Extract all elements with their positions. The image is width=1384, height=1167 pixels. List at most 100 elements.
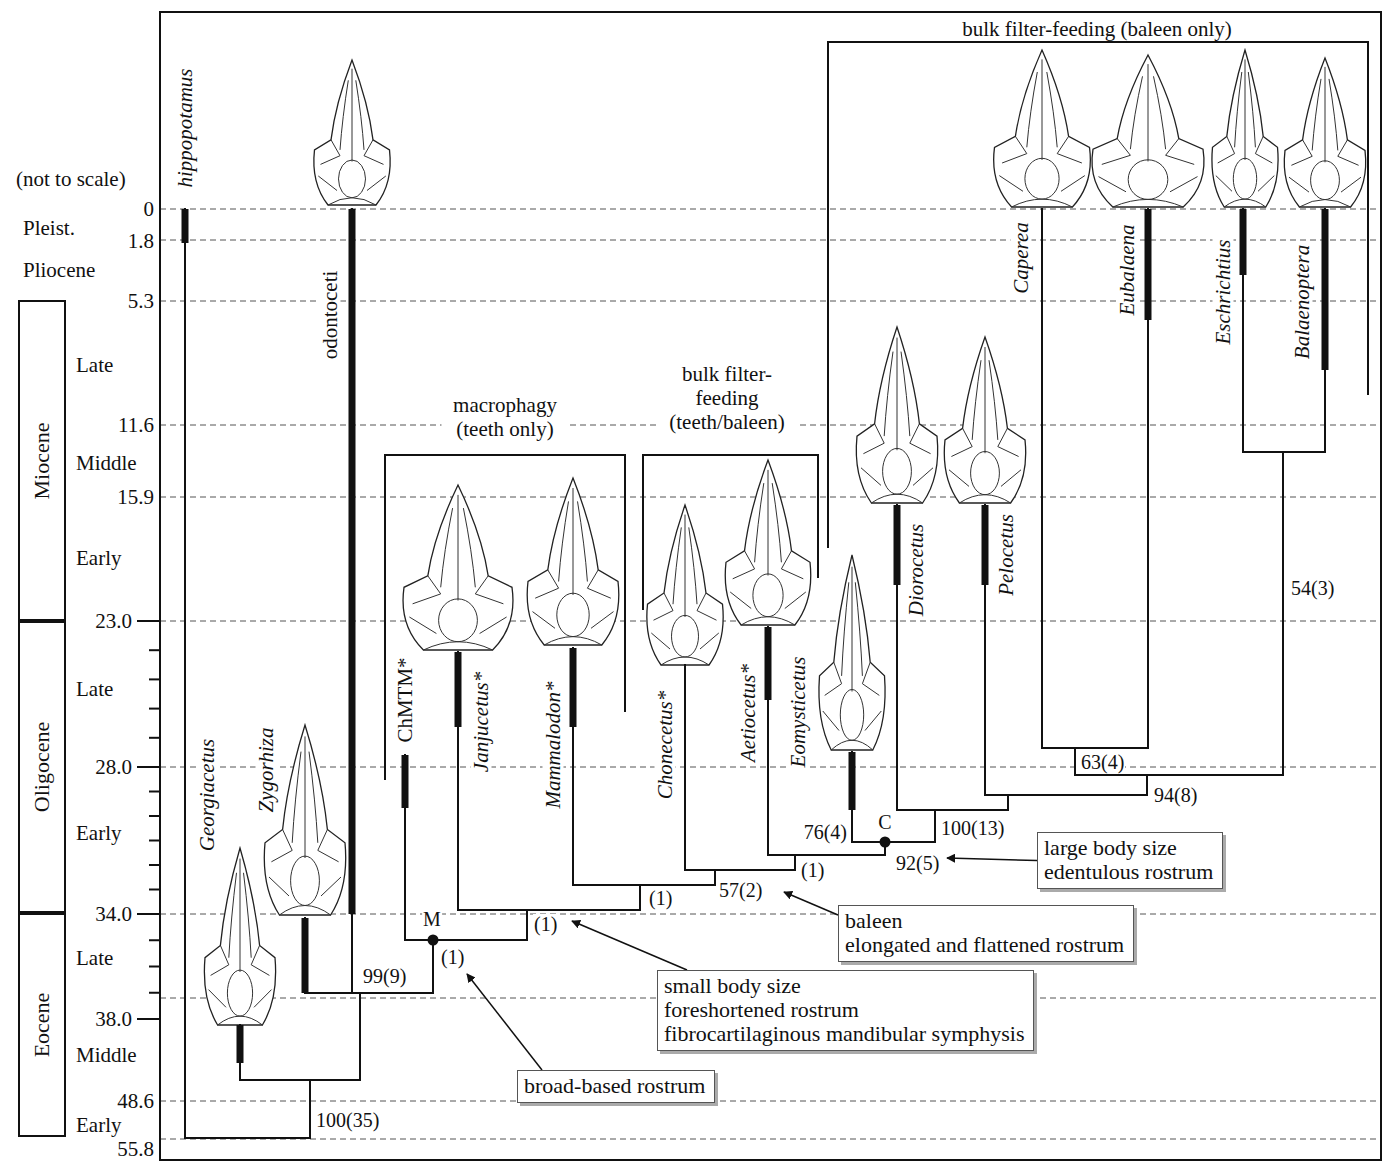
skull-detail (852, 567, 853, 692)
tree-branch (934, 810, 936, 842)
tree-branch (714, 870, 716, 885)
time-tick (149, 889, 160, 891)
tree-branch (404, 755, 406, 940)
skull-detail (949, 470, 969, 487)
taxon-name: Chonecetus* (655, 690, 676, 800)
time-label: 1.8 (127, 231, 155, 252)
skull-detail (985, 347, 986, 453)
skull-detail (1329, 79, 1338, 150)
skull-detail (1299, 200, 1350, 207)
node-support-value: 76(4) (803, 822, 848, 842)
time-label: Early (75, 823, 122, 844)
skull-detail (1128, 160, 1168, 200)
skull-detail (305, 736, 306, 858)
skull-detail (772, 483, 781, 562)
skull-detail (733, 551, 755, 579)
skull-detail (901, 352, 910, 437)
skull-detail (768, 470, 769, 576)
skull-detail (413, 576, 441, 604)
skull-detail (697, 593, 717, 620)
skull-detail (557, 593, 589, 636)
time-label: Pliocene (22, 260, 96, 281)
time-label: Early (75, 1115, 122, 1136)
time-tick (149, 649, 160, 651)
tree-branch (984, 505, 986, 795)
tree-branch (768, 854, 885, 856)
callout-text: baleen (845, 909, 902, 933)
skull-detail (1012, 199, 1073, 207)
skull-detail (1258, 176, 1274, 192)
time-tick (137, 913, 160, 915)
time-label: 15.9 (116, 487, 155, 508)
tree-branch (309, 1080, 311, 1138)
taxon-name: hippopotamus (175, 67, 196, 188)
time-label: 34.0 (94, 904, 133, 925)
tree-branch (1007, 795, 1009, 810)
skull-detail (573, 488, 574, 595)
clade-bracket-label: macrophagy (teeth only) (442, 393, 569, 441)
skull-outline (725, 460, 811, 625)
skull-detail (309, 752, 318, 843)
tree-branch (458, 909, 640, 911)
time-tick (137, 766, 160, 768)
skull-detail (321, 140, 341, 165)
skull-detail (753, 574, 783, 617)
taxon-name: Eomysticetus (788, 656, 809, 769)
skull-detail (1325, 67, 1326, 162)
skull-detail (672, 615, 699, 657)
clade-node-dot (428, 935, 439, 946)
node-support-value: 63(4) (1080, 752, 1125, 772)
taxon-name: Caperea (1011, 221, 1032, 295)
skull-detail (1001, 470, 1021, 487)
skull-detail (271, 830, 292, 862)
tree-branch (305, 992, 433, 994)
skull-detail (1148, 64, 1149, 161)
skull-detail (578, 501, 588, 581)
clade-bracket (385, 455, 625, 780)
skull-outline (819, 555, 885, 750)
callout-text: elongated and flattened rostrum (845, 933, 1124, 957)
time-tick (149, 939, 160, 941)
skull-detail (439, 599, 478, 642)
time-tick (149, 966, 160, 968)
time-gridline (160, 240, 1381, 241)
time-label: 38.0 (94, 1009, 133, 1030)
tree-branch (184, 209, 186, 1138)
stratigraphic-range-bar (570, 648, 577, 727)
tree-branch (896, 505, 898, 810)
node-support-value: 94(8) (1153, 785, 1198, 805)
time-tick (149, 737, 160, 739)
tree-branch (351, 209, 353, 993)
callout-text: fibrocartilaginous mandibular symphysis (664, 1022, 1025, 1046)
time-label: Late (75, 355, 114, 376)
stratigraphic-range-bar (982, 505, 989, 585)
skull-detail (1312, 79, 1321, 150)
tree-branch (1243, 451, 1325, 453)
skull-detail (842, 582, 849, 676)
tree-branch (767, 627, 769, 855)
tree-branch (639, 885, 641, 910)
skull-detail (785, 592, 806, 609)
tree-branch (1324, 209, 1326, 452)
skull-detail (651, 633, 670, 649)
taxon-name: ChMTM* (395, 656, 416, 743)
tree-branch (684, 665, 686, 870)
node-support-value: (1) (800, 860, 825, 880)
skull-outline (994, 50, 1091, 207)
skull-detail (218, 1016, 263, 1025)
skull-detail (884, 352, 893, 437)
skull-detail (1248, 72, 1255, 147)
skull-detail (755, 483, 764, 562)
stratigraphic-range-bar (402, 755, 409, 808)
tree-branch (526, 910, 528, 940)
skull-outline (1212, 50, 1278, 207)
skull-detail (1289, 177, 1309, 192)
skull-detail (292, 752, 301, 843)
tree-branch (985, 794, 1147, 796)
stratigraphic-range-bar (849, 752, 856, 810)
skull-detail (544, 637, 602, 645)
skull-detail (831, 740, 873, 750)
time-label: Late (75, 948, 114, 969)
time-tick (149, 815, 160, 817)
skull-detail (861, 468, 881, 486)
